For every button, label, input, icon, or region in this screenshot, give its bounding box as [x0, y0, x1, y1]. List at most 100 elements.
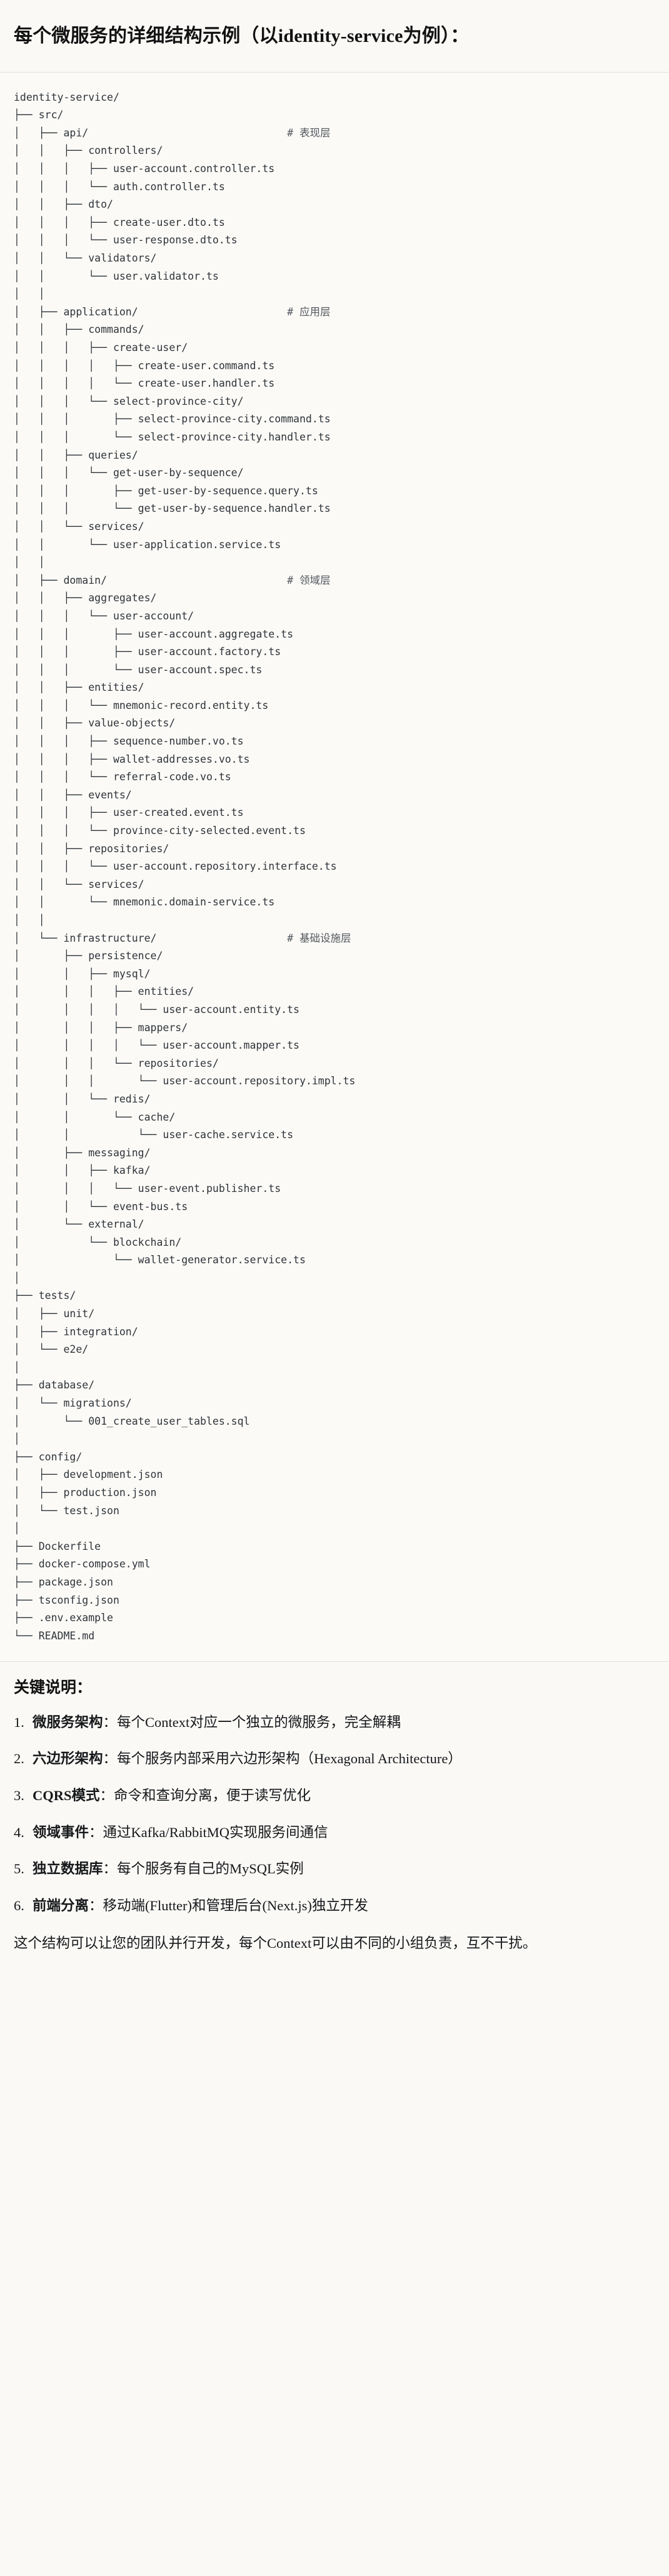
tree-line-text: │ └── blockchain/ [14, 1236, 182, 1248]
tree-line-text: │ │ │ └── select-province-city/ [14, 395, 244, 407]
tree-line: │ │ │ └── get-user-by-sequence.handler.t… [14, 502, 331, 514]
tree-line: │ │ └── redis/ [14, 1093, 151, 1105]
tree-line: ├── database/ [14, 1379, 94, 1391]
page-title: 每个微服务的详细结构示例（以identity-service为例）： [14, 26, 470, 47]
tree-line: │ │ ├── repositories/ [14, 843, 169, 855]
tree-line: │ │ │ └── get-user-by-sequence/ [14, 467, 244, 479]
tree-divider [0, 1661, 669, 1662]
tree-line: │ │ │ ├── entities/ [14, 985, 194, 997]
key-note-term: 领域事件 [33, 1824, 89, 1840]
tree-line: ├── Dockerfile [14, 1540, 101, 1552]
tree-line: │ [14, 1522, 20, 1534]
key-notes-title: 关键说明： [14, 1679, 93, 1697]
tree-line: │ ├── production.json [14, 1487, 156, 1499]
tree-line: │ [14, 1433, 20, 1445]
tree-line: │ │ ├── controllers/ [14, 145, 163, 156]
tree-line-comment: # 应用层 [287, 305, 331, 318]
tree-line-text: │ └── migrations/ [14, 1397, 132, 1410]
tree-line-text: │ ├── api/ [14, 126, 89, 139]
tree-line: │ │ └── services/ [14, 878, 144, 890]
tree-line: │ │ │ ├── mappers/ [14, 1022, 188, 1034]
key-note-term: 微服务架构 [33, 1714, 103, 1730]
tree-line: │ ├── domain/ # 领域层 [14, 574, 330, 586]
tree-line-text: │ │ ├── repositories/ [14, 842, 169, 855]
tree-line-text: │ │ │ ├── user-created.event.ts [14, 807, 244, 819]
key-note-separator: ： [89, 1824, 103, 1840]
key-note-separator: ： [103, 1751, 118, 1767]
tree-line-text: │ │ │ ├── create-user.dto.ts [14, 216, 225, 228]
closing-paragraph: 这个结构可以让您的团队并行开发，每个Context可以由不同的小组负责，互不干扰… [14, 1935, 537, 1951]
tree-line-text: identity-service/ [14, 91, 119, 103]
tree-line: │ │ │ ├── user-account.factory.ts [14, 646, 281, 658]
tree-line: │ │ └── user-cache.service.ts [14, 1129, 293, 1141]
tree-line-text: │ │ ├── aggregates/ [14, 592, 157, 604]
tree-line-text: │ │ │ │ ├── create-user.command.ts [14, 359, 275, 372]
tree-line-text: │ │ │ │ └── user-account.entity.ts [14, 1003, 299, 1016]
tree-line: │ │ │ ├── select-province-city.command.t… [14, 413, 331, 425]
tree-line: │ └── wallet-generator.service.ts [14, 1254, 306, 1266]
tree-line-text: │ └── external/ [14, 1218, 144, 1231]
tree-line-text: │ │ │ ├── sequence-number.vo.ts [14, 735, 244, 748]
key-notes-list: 微服务架构 ： 每个Context对应一个独立的微服务，完全解耦六边形架构：每个服务… [14, 1713, 655, 1917]
tree-line: │ │ │ └── mnemonic-record.entity.ts [14, 700, 268, 711]
tree-line-text: │ │ │ ├── user-account.aggregate.ts [14, 628, 294, 640]
tree-line-text: │ │ [14, 556, 45, 569]
document-page: 每个微服务的详细结构示例（以identity-service为例）： ident… [0, 13, 669, 1970]
tree-line: ├── tsconfig.json [14, 1594, 119, 1606]
tree-line: │ │ ├── queries/ [14, 449, 138, 461]
tree-line-text: │ │ ├── events/ [14, 788, 132, 801]
key-notes-section: 关键说明： 微服务架构 ： 每个Context对应一个独立的微服务，完全解耦六边形架… [0, 1662, 669, 1970]
tree-line-text: ├── package.json [14, 1576, 113, 1588]
key-note-body: 通过Kafka/RabbitMQ实现服务间通信 [103, 1824, 328, 1840]
tree-line-text: ├── .env.example [14, 1612, 113, 1624]
key-note-body: 每个Context对应一个独立的微服务，完全解耦 [117, 1714, 401, 1730]
tree-line-text: │ │ ├── queries/ [14, 449, 138, 461]
tree-line: │ └── blockchain/ [14, 1236, 181, 1248]
tree-line: ├── src/ [14, 109, 63, 121]
tree-line-text: │ │ │ ├── create-user/ [14, 342, 188, 354]
tree-line-text: │ │ ├── controllers/ [14, 145, 163, 157]
tree-line-text: │ │ └── redis/ [14, 1092, 151, 1105]
tree-line: │ │ │ ├── create-user.dto.ts [14, 216, 225, 228]
tree-line: │ │ │ └── user-response.dto.ts [14, 234, 238, 246]
key-note-item: 六边形架构：每个服务内部采用六边形架构（Hexagonal Architectu… [14, 1749, 655, 1769]
tree-line-text: │ │ └── cache/ [14, 1111, 176, 1123]
tree-line: │ [14, 1272, 20, 1284]
tree-line-text: │ │ │ └── get-user-by-sequence/ [14, 467, 244, 479]
directory-tree-block: identity-service/ ├── src/ │ ├── api/ # … [0, 72, 669, 1662]
tree-line-text: │ │ │ ├── user-account.factory.ts [14, 646, 281, 658]
tree-line-text: │ │ │ └── user-account.spec.ts [14, 663, 263, 676]
tree-line: │ │ │ ├── user-created.event.ts [14, 807, 244, 818]
title-divider [0, 71, 669, 73]
tree-line-text: │ │ │ ├── mappers/ [14, 1021, 188, 1034]
tree-line: │ │ │ └── user-account.repository.impl.t… [14, 1075, 355, 1087]
tree-line-text: ├── Dockerfile [14, 1540, 101, 1552]
tree-line: │ │ │ └── province-city-selected.event.t… [14, 825, 306, 837]
tree-line: │ │ └── mnemonic.domain-service.ts [14, 896, 274, 908]
tree-line: │ │ │ └── user-account.repository.interf… [14, 860, 337, 872]
tree-line: │ │ ├── entities/ [14, 681, 144, 693]
key-note-item: 独立数据库：每个服务有自己的MySQL实例 [14, 1859, 655, 1880]
tree-line-text: ├── tsconfig.json [14, 1594, 119, 1606]
tree-line: ├── package.json [14, 1576, 113, 1588]
tree-line: │ │ ├── dto/ [14, 198, 113, 210]
tree-line-text: │ │ │ │ └── create-user.handler.ts [14, 377, 275, 390]
tree-line: ├── tests/ [14, 1290, 76, 1301]
tree-line: │ │ └── user.validator.ts [14, 270, 219, 282]
tree-line-text: │ ├── integration/ [14, 1325, 138, 1338]
tree-line: │ │ │ │ └── create-user.handler.ts [14, 377, 274, 389]
tree-line-comment: # 表现层 [287, 126, 331, 139]
tree-line-text: │ │ ├── kafka/ [14, 1164, 151, 1177]
tree-line-text: │ │ └── user.validator.ts [14, 270, 219, 282]
tree-line: │ │ │ └── repositories/ [14, 1057, 219, 1069]
tree-line-text: │ │ └── user-cache.service.ts [14, 1129, 294, 1141]
tree-line-text: │ [14, 1361, 20, 1373]
tree-line-text: │ ├── development.json [14, 1469, 163, 1481]
tree-line-text: │ │ │ └── user-account.repository.interf… [14, 860, 337, 873]
tree-line: └── README.md [14, 1630, 94, 1642]
tree-line: │ │ [14, 556, 45, 568]
tree-line: │ └── migrations/ [14, 1397, 132, 1409]
tree-line: ├── .env.example [14, 1612, 113, 1624]
tree-line-comment: # 领域层 [287, 574, 331, 586]
tree-line-text: │ │ │ ├── user-account.controller.ts [14, 163, 275, 175]
